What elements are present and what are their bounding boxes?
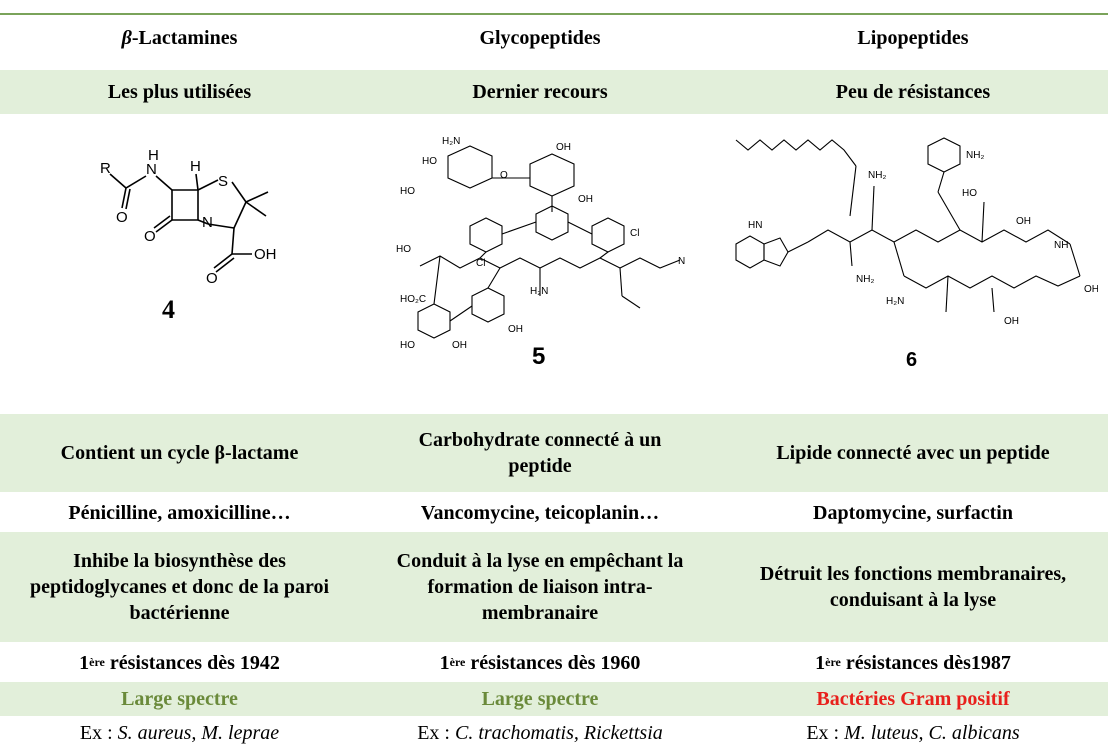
header-lipopeptides: Lipopeptides	[857, 27, 969, 49]
top-rule	[0, 13, 1108, 15]
drugs-c2: Vancomycine, teicoplanin…	[420, 502, 660, 524]
label-n2: N	[202, 214, 213, 231]
label-s: S	[218, 173, 228, 190]
label-h: H	[148, 147, 159, 164]
spectrum-c2: Large spectre	[481, 688, 599, 710]
structure-glycopeptide: H₂N HO HO OH OH O HO Cl Cl HO₂C HO OH OH…	[360, 116, 720, 406]
feature-c2: Carbohydrate connecté à un peptide	[418, 429, 662, 477]
svg-text:NH: NH	[1054, 240, 1068, 251]
svg-text:N: N	[678, 256, 685, 267]
label-oh: OH	[254, 246, 277, 263]
compound-number-4: 4	[162, 295, 175, 324]
svg-text:OH: OH	[1084, 284, 1098, 295]
svg-text:NH₂: NH₂	[966, 150, 984, 161]
spectrum-row: Large spectre Large spectre Bactéries Gr…	[0, 682, 1108, 716]
spectrum-c1: Large spectre	[121, 688, 238, 710]
structure-beta-lactam: R N H H S O O N O OH 4	[12, 116, 347, 406]
svg-text:OH: OH	[508, 324, 523, 335]
structures-row: R N H H S O O N O OH 4	[0, 116, 1108, 406]
svg-text:HO: HO	[962, 188, 977, 199]
header-row: β-Lactamines Glycopeptides Lipopeptides	[0, 16, 1108, 60]
svg-text:HO: HO	[422, 156, 437, 167]
organisms-c2: Ex : C. trachomatis, Rickettsia	[417, 722, 663, 744]
penicillin-structure-diagram: R N H H S O O N O OH 4	[100, 147, 277, 324]
usage-c1: Les plus utilisées	[107, 81, 252, 103]
svg-text:O: O	[500, 170, 508, 181]
structure-lipopeptide: NH₂ NH₂ HO NH HN NH₂ H₂N OH OH OH 6	[728, 116, 1099, 406]
daptomycin-structure-diagram: NH₂ NH₂ HO NH HN NH₂ H₂N OH OH OH 6	[735, 137, 1099, 371]
svg-text:NH₂: NH₂	[868, 170, 886, 181]
svg-text:OH: OH	[1016, 216, 1031, 227]
usage-c3: Peu de résistances	[835, 81, 991, 103]
svg-text:Cl: Cl	[476, 258, 485, 269]
header-glycopeptides: Glycopeptides	[479, 27, 601, 49]
drugs-c1: Pénicilline, amoxicilline…	[68, 502, 291, 524]
compound-number-6: 6	[906, 349, 917, 371]
svg-text:OH: OH	[556, 142, 571, 153]
feature-c1: Contient un cycle β-lactame	[60, 442, 299, 464]
mechanism-c2: Conduit à la lyse en empêchant la format…	[396, 550, 684, 624]
mechanism-row: Inhibe la biosynthèse des peptidoglycane…	[0, 532, 1108, 642]
svg-text:HO₂C: HO₂C	[400, 294, 426, 305]
organisms-row: Ex : S. aureus, M. leprae Ex : C. tracho…	[0, 716, 1108, 750]
header-beta-lactamines: β-Lactamines	[12, 16, 347, 60]
svg-text:OH: OH	[1004, 316, 1019, 327]
svg-text:OH: OH	[452, 340, 467, 351]
compound-number-5: 5	[532, 343, 545, 370]
drugs-row: Pénicilline, amoxicilline… Vancomycine, …	[0, 494, 1108, 532]
svg-text:Cl: Cl	[630, 228, 639, 239]
mechanism-c1: Inhibe la biosynthèse des peptidoglycane…	[29, 550, 330, 624]
feature-row: Contient un cycle β-lactame Carbohydrate…	[0, 414, 1108, 492]
svg-text:HO: HO	[400, 186, 415, 197]
label-o2: O	[144, 228, 156, 245]
svg-text:OH: OH	[578, 194, 593, 205]
header-c1-text: -Lactamines	[131, 27, 238, 49]
drugs-c3: Daptomycine, surfactin	[813, 502, 1013, 524]
svg-text:H₂N: H₂N	[886, 296, 904, 307]
vancomycin-structure-diagram: H₂N HO HO OH OH O HO Cl Cl HO₂C HO OH OH…	[396, 136, 685, 370]
label-r: R	[100, 160, 111, 177]
usage-c2: Dernier recours	[472, 81, 608, 103]
svg-text:HO: HO	[400, 340, 415, 351]
feature-c3: Lipide connecté avec un peptide	[776, 442, 1050, 464]
label-n: N	[146, 161, 157, 178]
svg-text:H₂N: H₂N	[442, 136, 460, 147]
svg-text:NH₂: NH₂	[856, 274, 874, 285]
usage-row: Les plus utilisées Dernier recours Peu d…	[0, 70, 1108, 114]
label-o1: O	[116, 209, 128, 226]
label-o3: O	[206, 270, 218, 287]
spectrum-c3: Bactéries Gram positif	[816, 688, 1010, 710]
organisms-c1: Ex : S. aureus, M. leprae	[79, 722, 280, 744]
label-h2: H	[190, 158, 201, 175]
mechanism-c3: Détruit les fonctions membranaires, cond…	[759, 563, 1067, 611]
svg-text:HO: HO	[396, 244, 411, 255]
svg-text:HN: HN	[748, 220, 762, 231]
svg-text:H₂N: H₂N	[530, 286, 548, 297]
organisms-c3: Ex : M. luteus, C. albicans	[806, 722, 1020, 744]
beta-symbol: β	[121, 27, 132, 49]
